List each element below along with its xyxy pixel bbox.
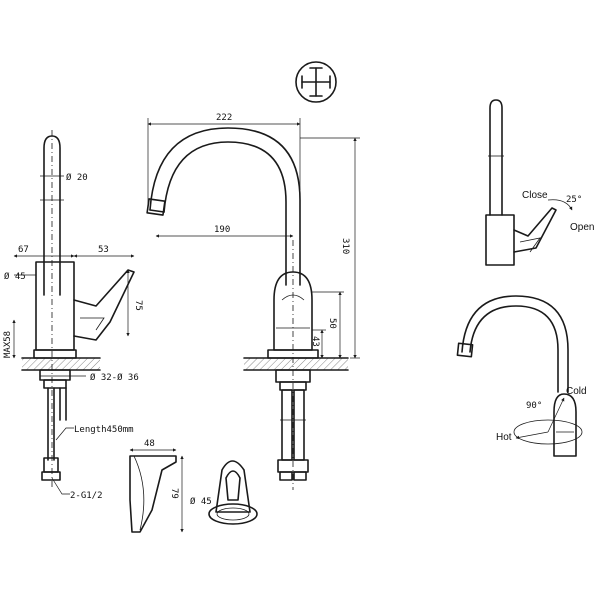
front-hose-left <box>281 389 293 461</box>
dim-d45-small-label: Ø 45 <box>190 496 212 507</box>
hc-aerator <box>456 342 474 358</box>
dim-79-label: 79 <box>169 488 179 499</box>
hot-cold-view: Cold Hot 90° <box>456 295 587 457</box>
handle-side-curve <box>133 455 145 531</box>
cross-symbol-icon <box>295 61 337 103</box>
hc-spout-outer <box>461 295 569 393</box>
handle-front-inner <box>225 470 241 501</box>
dim-43-label: 43 <box>310 336 320 347</box>
dim-190-label: 190 <box>214 225 230 235</box>
close-label: Close <box>522 190 548 201</box>
side-base-flange <box>33 349 77 359</box>
dim-d32-36-label: Ø 32-Ø 36 <box>90 372 139 383</box>
dim-25-label: 25° <box>566 195 582 205</box>
side-fixing-nut <box>39 369 71 381</box>
side-hose-connector <box>43 457 59 473</box>
handle-front-base <box>208 503 258 525</box>
handle-front-detail: Ø 45 <box>190 460 258 525</box>
handle-side-outline <box>129 455 177 533</box>
front-spout-inner <box>163 141 287 286</box>
dim-50-label: 50 <box>327 318 337 329</box>
side-fixing-washer <box>43 379 67 389</box>
hc-spout-inner <box>469 305 559 393</box>
hc-hot-arrow <box>515 431 549 440</box>
dim-d20-label: Ø 20 <box>66 172 88 183</box>
side-deck-hatch <box>22 358 100 370</box>
side-view: Ø 20 67 53 Ø 45 75 MAX58 Ø 32-Ø 36 Lengt… <box>3 130 143 501</box>
front-hose-nut-right <box>293 471 307 481</box>
dim-g12-label: 2-G1/2 <box>70 491 103 501</box>
dim-max58-label: MAX58 <box>3 331 13 358</box>
dim-length-leader <box>55 427 74 441</box>
cold-label: Cold <box>566 386 587 397</box>
handle-front-outline <box>215 460 251 513</box>
dim-67-label: 67 <box>18 245 29 255</box>
handle-side-detail: 48 79 <box>129 439 184 533</box>
front-hose-connectors <box>277 459 309 473</box>
oc-body <box>485 214 515 266</box>
oc-spout-tube <box>489 99 503 216</box>
open-close-view: Close 25° Open <box>485 99 594 266</box>
dim-310-label: 310 <box>340 238 350 254</box>
side-handle-detail <box>80 317 105 331</box>
oc-handle-detail <box>519 237 541 253</box>
dim-75-label: 75 <box>133 300 143 311</box>
front-spout-outer <box>149 127 301 286</box>
oc-arc <box>547 199 573 211</box>
dim-g12-leader <box>51 477 70 495</box>
front-spout-tip <box>149 209 165 213</box>
handle-front-base-inner <box>216 507 250 521</box>
hc-body <box>553 393 577 457</box>
side-body <box>35 261 75 351</box>
front-view: 222 190 310 50 43 <box>146 113 360 490</box>
front-deck-hatch <box>244 358 348 370</box>
dim-53-label: 53 <box>98 245 109 255</box>
dim-48-label: 48 <box>144 439 155 449</box>
open-label: Open <box>570 222 594 233</box>
side-handle-lever <box>73 269 135 341</box>
dim-90-label: 90° <box>526 401 542 411</box>
side-hose-nut <box>41 471 61 481</box>
front-fixing-washer <box>279 381 307 391</box>
front-hose-right <box>293 389 305 461</box>
dim-222-label: 222 <box>216 113 232 123</box>
hc-cold-arrow <box>547 397 565 433</box>
front-hose-nut-left <box>279 471 293 481</box>
dim-d45-label: Ø 45 <box>4 271 26 282</box>
dim-length450-label: Length450mm <box>74 425 134 435</box>
hot-label: Hot <box>496 432 512 443</box>
hc-rotation-ellipse <box>513 419 583 445</box>
